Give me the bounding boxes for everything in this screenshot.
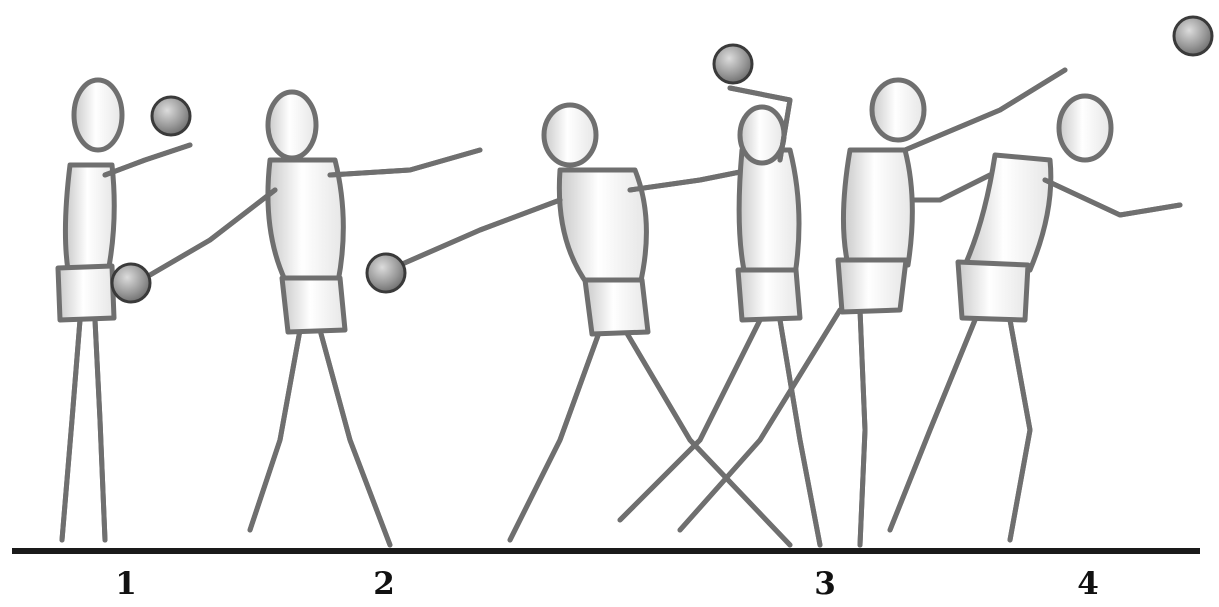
phase-label-2: 2 [364,566,404,602]
phase-label-4: 4 [1068,566,1108,602]
shot-ball-release [1174,17,1212,55]
phase-label-3: 3 [805,566,845,602]
athlete-figure-phase-4 [890,96,1180,540]
shot-ball-phase-3a [367,254,405,292]
phase-label-1: 1 [106,566,146,602]
shot-ball-phase-2 [112,264,150,302]
athlete-figure-phase-1 [58,80,190,540]
shot-ball-phase-3b [714,45,752,83]
shot-ball-phase-1 [152,97,190,135]
athlete-figure-phase-3a [400,105,790,545]
athlete-figure-phase-3b [620,88,820,545]
athlete-figure-phase-2 [150,92,480,545]
ground-line [12,548,1200,554]
